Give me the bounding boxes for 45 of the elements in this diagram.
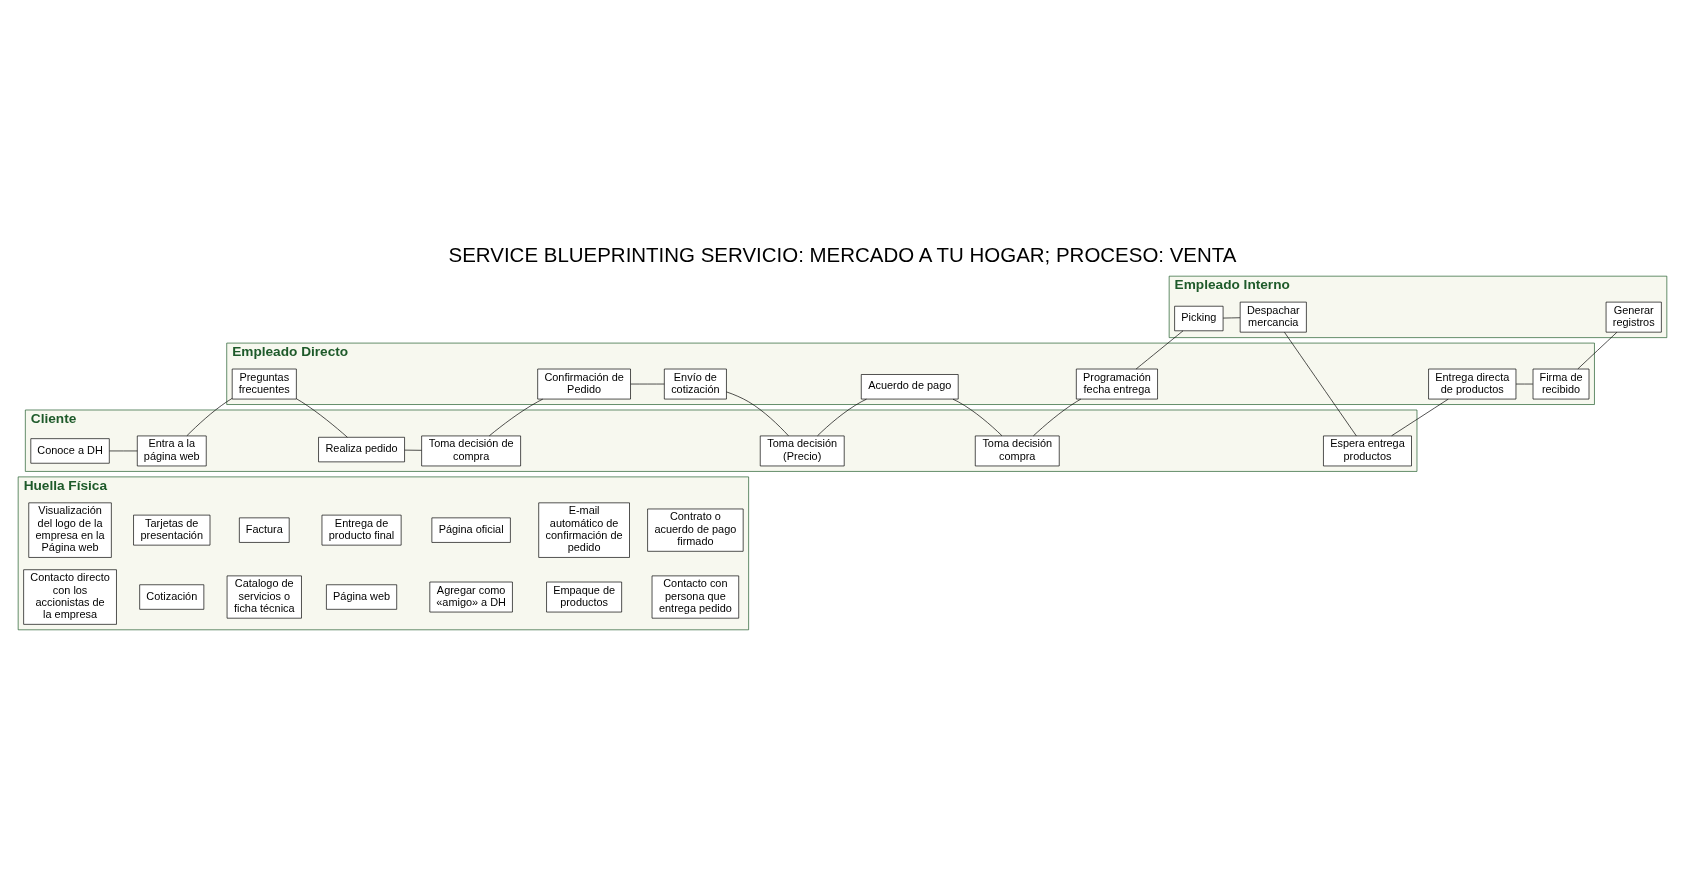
node-box: Visualización del logo de la empresa en la Página web: [27, 502, 112, 558]
node-box: Tarjetas de presentación: [132, 514, 210, 545]
node-box: Firma de recibido: [1532, 368, 1589, 399]
connector: [1135, 330, 1183, 369]
node-box: Picking: [1173, 305, 1223, 331]
node-box: Generar registros: [1605, 301, 1662, 332]
node-box: Contacto con persona que entrega pedido: [651, 575, 739, 619]
node-box: Página oficial: [431, 517, 511, 543]
node-box: Programación fecha entrega: [1075, 368, 1158, 399]
connector: [725, 391, 789, 436]
connector: [1032, 398, 1081, 436]
node-box: Espera entrega productos: [1322, 435, 1412, 466]
node-box: Contrato o acuerdo de pago firmado: [646, 508, 743, 552]
node-box: Toma decisión de compra: [420, 435, 521, 466]
node-box: Empaque de productos: [545, 581, 622, 612]
node-box: Despachar mercancia: [1239, 301, 1307, 332]
node-box: Página web: [325, 583, 397, 610]
node-box: Agregar como «amigo» a DH: [429, 581, 513, 612]
node-box: Realiza pedido: [317, 436, 405, 462]
node-box: Confirmación de Pedido: [536, 368, 631, 399]
node-box: Entrega de producto final: [321, 514, 401, 545]
node-box: Preguntas frecuentes: [231, 368, 297, 399]
connector: [952, 398, 1002, 436]
connector: [1390, 398, 1449, 436]
connector: [816, 398, 867, 436]
connector: [295, 397, 348, 438]
node-box: Cotización: [138, 583, 204, 610]
node-box: Envío de cotización: [663, 368, 727, 399]
connector: [488, 398, 543, 436]
diagram-title: SERVICE BLUEPRINTING SERVICIO: MERCADO A TU HOGAR; PROCESO: VENTA: [448, 242, 1236, 266]
connector: [629, 383, 665, 384]
connector: [1283, 331, 1357, 436]
node-box: Entrega directa de productos: [1427, 368, 1516, 399]
node-box: Entra a la página web: [136, 435, 207, 466]
node-box: Acuerdo de pago: [860, 373, 959, 399]
node-box: Factura: [238, 517, 290, 543]
node-box: Toma decisión compra: [974, 435, 1060, 466]
node-box: Contacto directo con los accionistas de la empresa: [22, 568, 117, 625]
connector: [186, 397, 232, 436]
node-box: E-mail automático de confirmación de pedido: [537, 502, 630, 558]
node-box: Toma decisión (Precio): [759, 435, 845, 466]
node-box: Catalogo de servicios o ficha técnica: [226, 575, 302, 619]
connector: [403, 449, 422, 451]
node-box: Conoce a DH: [29, 437, 110, 464]
connector: [1577, 331, 1617, 369]
